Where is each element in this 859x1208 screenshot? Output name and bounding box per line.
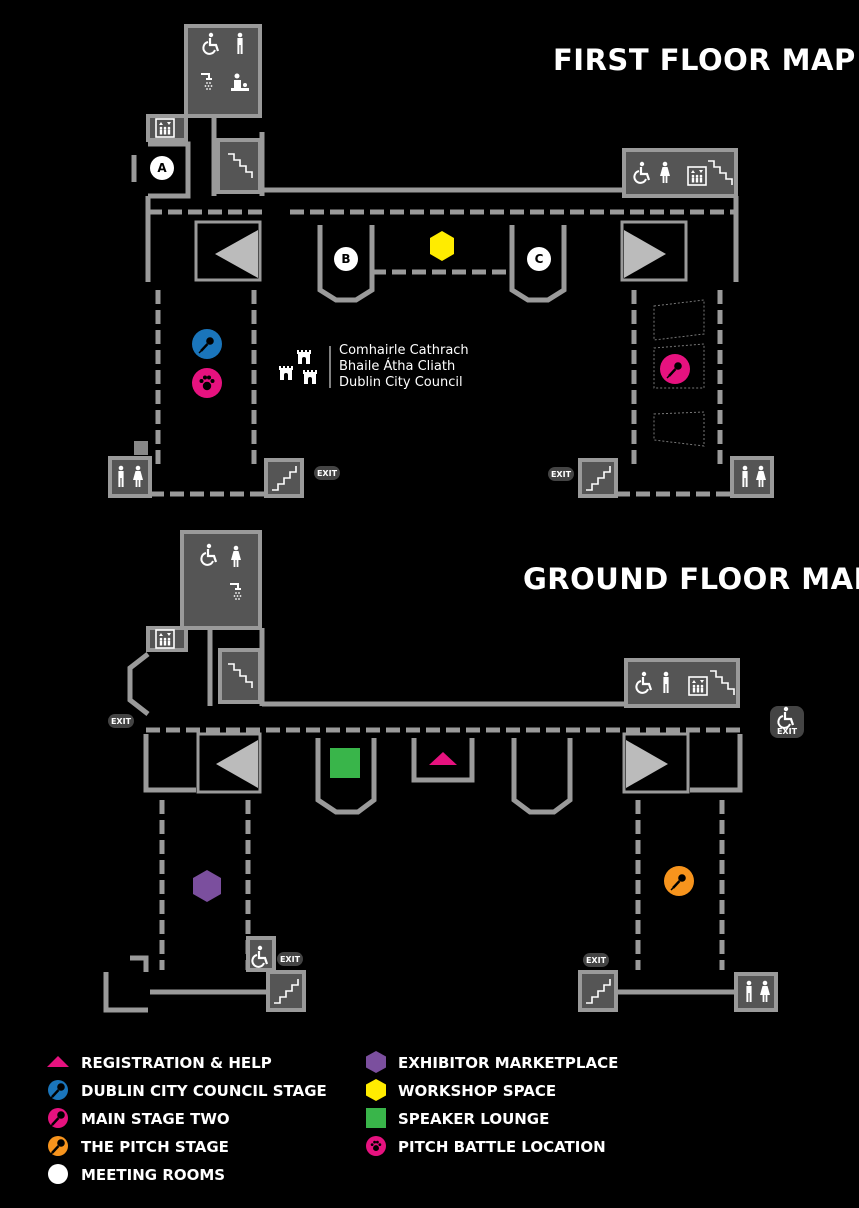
- legend-item-dcc-stage: DUBLIN CITY COUNCIL STAGE: [48, 1080, 327, 1101]
- toilets-bottom-right: [734, 972, 778, 1012]
- legend-label: PITCH BATTLE LOCATION: [398, 1138, 606, 1156]
- exhibitor-marketplace-marker: [193, 870, 221, 902]
- ground-floor-title: GROUND FLOOR MAP: [523, 562, 859, 596]
- lift-block: [146, 626, 188, 652]
- accessible-facilities-block: [184, 24, 262, 118]
- exit-label: EXIT: [317, 469, 338, 478]
- legend-item-workshop: WORKSHOP SPACE: [366, 1079, 556, 1101]
- room-b-label: B: [341, 252, 350, 266]
- council-name-english: Dublin City Council: [339, 375, 463, 390]
- exit-label: EXIT: [551, 470, 572, 479]
- legend-item-pitch-stage: THE PITCH STAGE: [48, 1136, 229, 1157]
- registration-marker: [429, 752, 457, 765]
- legend-item-exhibitor: EXHIBITOR MARKETPLACE: [366, 1051, 618, 1073]
- meeting-room-c-marker: [527, 247, 551, 271]
- council-name-irish-1: Comhairle Cathrach: [339, 343, 469, 358]
- council-name-irish-2: Bhaile Átha Cliath: [339, 358, 455, 374]
- castle-icon: [279, 366, 293, 380]
- exit-label: EXIT: [586, 956, 607, 965]
- stairs-landing-left: [215, 230, 258, 278]
- room-a-label: A: [157, 161, 167, 175]
- hexagon-icon: [366, 1079, 386, 1101]
- legend-item-pitch-battle: PITCH BATTLE LOCATION: [366, 1136, 606, 1156]
- legend-item-meeting-rooms: MEETING ROOMS: [48, 1164, 225, 1184]
- room-c-label: C: [535, 252, 544, 266]
- accessible-exit-badge: EXIT: [770, 705, 804, 738]
- legend-label: THE PITCH STAGE: [81, 1138, 229, 1156]
- legend-label: SPEAKER LOUNGE: [398, 1110, 549, 1128]
- speaker-lounge-marker: [330, 748, 360, 778]
- triangle-icon: [47, 1056, 69, 1067]
- legend-label: EXHIBITOR MARKETPLACE: [398, 1054, 618, 1072]
- lift-block-accessible: [246, 936, 276, 972]
- hexagon-icon: [366, 1051, 386, 1073]
- toilets-bottom-left: [108, 456, 152, 498]
- dot-icon: [48, 1164, 68, 1184]
- legend-label: MAIN STAGE TWO: [81, 1110, 230, 1128]
- legend-label: REGISTRATION & HELP: [81, 1054, 272, 1072]
- exit-label: EXIT: [111, 717, 132, 726]
- meeting-room-b-marker: [334, 247, 358, 271]
- toilets-bottom-right: [730, 456, 774, 498]
- meeting-room-a-marker: [150, 156, 174, 180]
- first-floor-title: FIRST FLOOR MAP: [553, 43, 856, 77]
- exit-label: EXIT: [777, 727, 798, 736]
- legend-label: WORKSHOP SPACE: [398, 1082, 556, 1100]
- castle-icon: [303, 370, 317, 384]
- stairs-landing-right: [626, 740, 668, 788]
- legend-item-registration: REGISTRATION & HELP: [47, 1054, 272, 1072]
- castle-icon: [297, 350, 311, 364]
- square-icon: [366, 1108, 386, 1128]
- stairs-block-left: [216, 138, 262, 194]
- dublin-city-council-logo: Comhairle Cathrach Bhaile Átha Cliath Du…: [279, 343, 469, 390]
- seating-area: [653, 299, 705, 447]
- ground-floor-plan: EXIT EXIT EXIT E: [103, 530, 804, 1013]
- legend-label: MEETING ROOMS: [81, 1166, 225, 1184]
- stairs-landing-right: [624, 230, 666, 278]
- legend-item-main-stage-two: MAIN STAGE TWO: [48, 1108, 230, 1129]
- exit-label: EXIT: [280, 955, 301, 964]
- stairs-landing-left: [216, 740, 258, 788]
- map-legend: REGISTRATION & HELP DUBLIN CITY COUNCIL …: [47, 1051, 618, 1184]
- first-floor-plan: A B C: [108, 24, 774, 498]
- accessible-facilities-block: [180, 530, 262, 630]
- workshop-space-marker: [430, 231, 454, 261]
- legend-item-speaker-lounge: SPEAKER LOUNGE: [366, 1108, 549, 1128]
- lift-block-a: [146, 114, 188, 142]
- legend-label: DUBLIN CITY COUNCIL STAGE: [81, 1082, 327, 1100]
